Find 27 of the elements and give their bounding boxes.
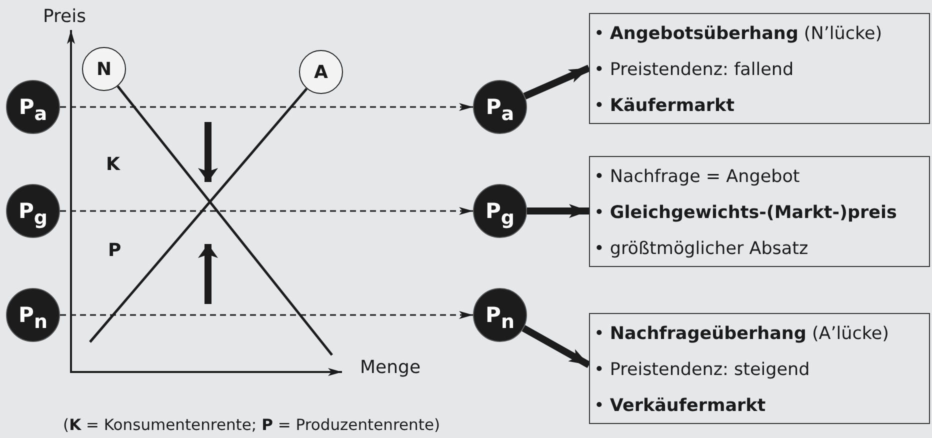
bullet-text: • Preistendenz: steigend	[594, 359, 811, 382]
caption: (K = Konsumentenrente; P = Produzentenrente)	[63, 416, 440, 434]
info-box	[589, 313, 930, 424]
info-box	[589, 13, 930, 124]
curve-label-circle: A	[299, 50, 343, 94]
arrow	[527, 204, 589, 218]
curve-label-circle: N	[82, 47, 126, 91]
arrow	[523, 64, 590, 100]
supply-curve	[89, 88, 308, 343]
axis-label: Preis	[43, 6, 86, 27]
demand-curve	[116, 85, 333, 356]
bullet-text: • größtmöglicher Absatz	[594, 238, 810, 261]
bullet-text: • Gleichgewichts-(Markt-)preis	[594, 202, 898, 225]
bullet-text: • Angebotsüberhang (N’lücke)	[594, 23, 884, 46]
dashed-arrow	[60, 311, 473, 319]
dashed-arrow	[60, 103, 473, 111]
info-box	[589, 156, 930, 267]
bullet-text: • Nachfrage = Angebot	[594, 166, 801, 189]
area-label: P	[108, 240, 122, 261]
dashed-arrow	[60, 207, 473, 215]
axis-label: Menge	[360, 357, 421, 378]
bullet-text: • Preistendenz: fallend	[594, 59, 795, 82]
bullet-text: • Käufermarkt	[594, 95, 736, 118]
area-label: K	[106, 154, 120, 175]
arrow	[522, 325, 591, 368]
bullet-text: • Verkäufermarkt	[594, 395, 767, 418]
bullet-text: • Nachfrageüberhang (A’lücke)	[594, 323, 890, 346]
